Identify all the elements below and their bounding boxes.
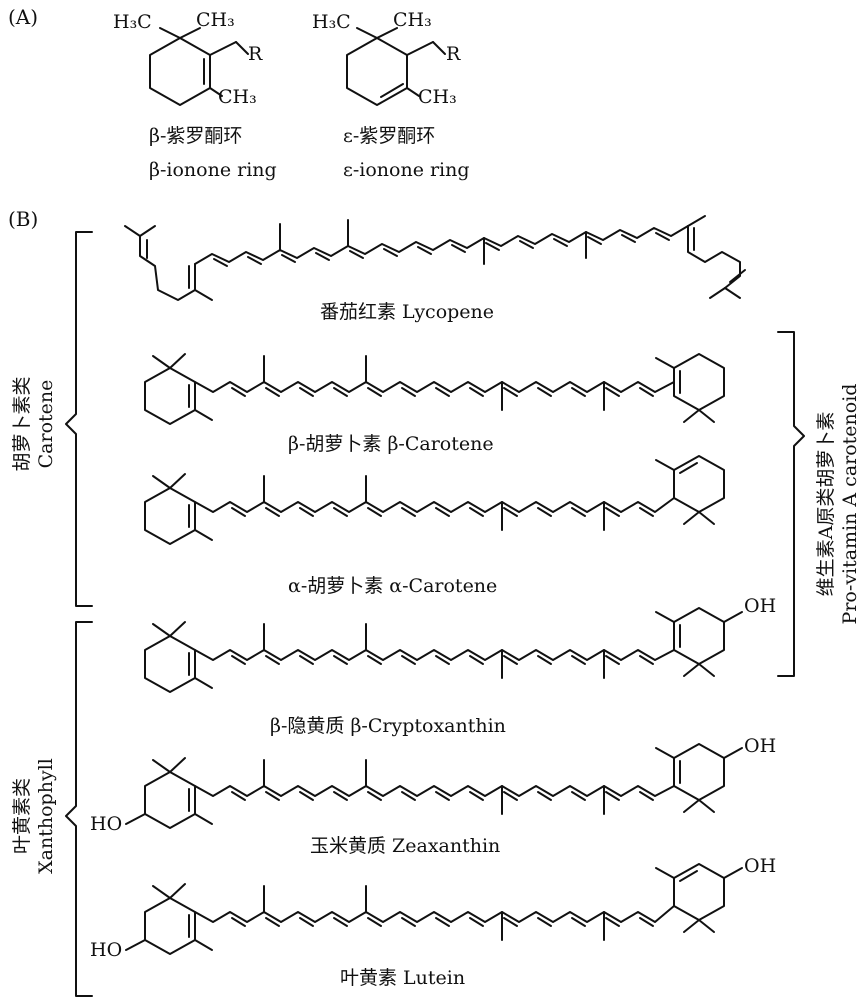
xanthophyll-group-cn: 叶黄素类 xyxy=(11,778,33,854)
beta-ionone-ring-en: β-ionone ring xyxy=(149,159,277,181)
epsilon-ionone-ring-structure: H₃C CH₃ R CH₃ xyxy=(312,9,461,108)
beta-cryptoxanthin-structure xyxy=(144,607,743,693)
xanthophyll-group-en: Xanthophyll xyxy=(35,758,57,874)
beta-ionone-ring-cn: β-紫罗酮环 xyxy=(149,125,242,147)
epsilon-ch3-bottom-label: CH₃ xyxy=(418,86,457,108)
alpha-carotene-label: α-胡萝卜素 α-Carotene xyxy=(288,575,497,597)
lycopene-chain xyxy=(194,219,689,267)
provitamin-brace xyxy=(777,331,805,677)
lycopene-label: 番茄红素 Lycopene xyxy=(320,301,494,323)
provitamin-group-en: Pro-vitamin A carotenoid xyxy=(839,384,861,625)
zeaxanthin-ho: HO xyxy=(90,813,122,835)
epsilon-h3c-label: H₃C xyxy=(312,11,351,33)
zeaxanthin-label: 玉米黄质 Zeaxanthin xyxy=(310,835,500,857)
zeaxanthin-chain xyxy=(194,759,675,815)
alpha-carotene-right-ring xyxy=(655,455,725,525)
zeaxanthin-right-ring xyxy=(655,743,743,813)
epsilon-methyl-bond xyxy=(406,87,420,97)
beta-methyl-bond xyxy=(209,87,223,97)
epsilon-ring-bonds xyxy=(346,37,408,106)
beta-ch3-top-label: CH₃ xyxy=(196,9,235,31)
epsilon-side-chain-bond-1 xyxy=(406,41,434,56)
alpha-carotene-left-ring xyxy=(144,473,213,545)
beta-carotene-right-ring xyxy=(655,353,725,423)
beta-cryptoxanthin-left-ring xyxy=(144,621,213,693)
epsilon-ionone-ring-cn: ε-紫罗酮环 xyxy=(343,125,435,147)
beta-h3c-label: H₃C xyxy=(113,11,152,33)
beta-cryptoxanthin-chain xyxy=(194,623,675,679)
panel-b-label: (B) xyxy=(8,207,38,231)
beta-ch3-bottom-label: CH₃ xyxy=(218,86,257,108)
beta-carotene-left-ring xyxy=(144,353,213,425)
lutein-left-ring xyxy=(125,883,213,955)
lutein-ho: HO xyxy=(90,939,122,961)
alpha-carotene-structure xyxy=(144,455,725,545)
beta-r-label: R xyxy=(248,43,263,65)
epsilon-ch3-top-label: CH₃ xyxy=(393,9,432,31)
beta-ionone-ring-structure: H₃C CH₃ R CH₃ xyxy=(113,9,263,108)
lycopene-right-end xyxy=(687,215,746,299)
beta-cryptoxanthin-oh: OH xyxy=(744,595,776,617)
carotene-group-cn: 胡萝卜素类 xyxy=(11,376,33,471)
lutein-right-ring xyxy=(655,863,743,933)
epsilon-r-label: R xyxy=(446,43,461,65)
lycopene-structure xyxy=(124,215,746,301)
beta-carotene-label: β-胡萝卜素 β-Carotene xyxy=(288,433,494,455)
beta-side-chain-bond-2 xyxy=(235,41,249,55)
epsilon-ionone-ring-en: ε-ionone ring xyxy=(343,159,470,181)
beta-cryptoxanthin-right-ring xyxy=(655,607,743,677)
carotene-group-en: Carotene xyxy=(35,380,57,469)
epsilon-side-chain-bond-2 xyxy=(432,41,446,55)
zeaxanthin-oh: OH xyxy=(744,735,776,757)
lutein-chain xyxy=(194,885,675,941)
provitamin-group-cn: 维生素A原类胡萝卜素 xyxy=(815,412,837,597)
epsilon-gem-methyl-b xyxy=(376,27,398,39)
carotene-brace xyxy=(65,231,93,607)
panel-a-label: (A) xyxy=(8,5,38,29)
lutein-oh: OH xyxy=(744,855,776,877)
lutein-label: 叶黄素 Lutein xyxy=(340,967,465,989)
beta-side-chain-bond-1 xyxy=(209,41,237,56)
epsilon-gem-methyl-a xyxy=(356,27,378,39)
xanthophyll-brace xyxy=(65,621,93,997)
alpha-carotene-chain xyxy=(194,475,675,531)
beta-cryptoxanthin-label: β-隐黄质 β-Cryptoxanthin xyxy=(270,715,506,737)
epsilon-ring-double-bond xyxy=(380,83,404,98)
beta-carotene-structure xyxy=(144,353,725,425)
beta-gem-methyl-a xyxy=(159,27,181,39)
lycopene-left-end xyxy=(124,225,213,301)
beta-ring-bonds xyxy=(149,37,211,106)
beta-carotene-chain xyxy=(194,355,675,411)
lutein-structure xyxy=(125,863,743,955)
zeaxanthin-left-ring xyxy=(125,757,213,829)
zeaxanthin-structure xyxy=(125,743,743,829)
beta-gem-methyl-b xyxy=(179,27,201,39)
